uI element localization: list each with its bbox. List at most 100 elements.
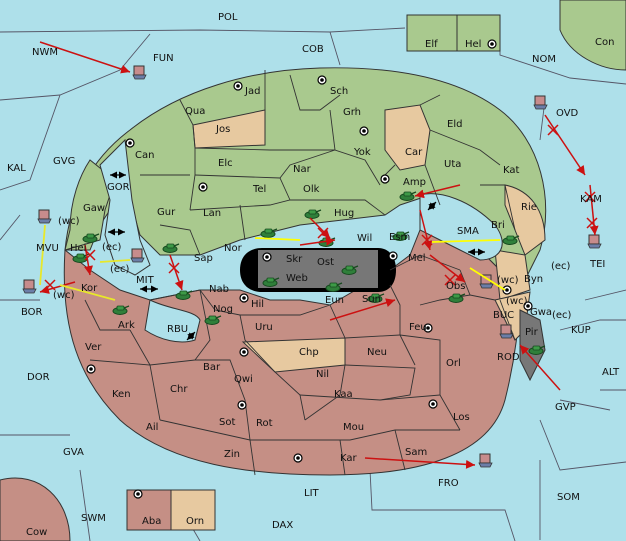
label-hei: Hei (70, 243, 86, 254)
label-wil: Wil (357, 233, 372, 244)
supply-centers (86, 39, 533, 499)
province-orn[interactable] (170, 489, 216, 531)
label-sap: Sap (194, 253, 213, 264)
label-bri: Bri (491, 220, 505, 231)
province-elf[interactable] (406, 14, 458, 52)
label-kal: KAL (7, 163, 26, 174)
label-kor: Kor (81, 283, 98, 294)
label-ken: Ken (112, 389, 131, 400)
label-gva: GVA (63, 447, 84, 458)
label-lit: LIT (304, 488, 320, 499)
label-kat: Kat (503, 165, 520, 176)
fleet-unit[interactable] (132, 65, 147, 80)
label-ail: Ail (146, 422, 158, 433)
label-eun: Eun (325, 295, 344, 306)
fleet-unit[interactable] (478, 453, 493, 468)
label-bor: BOR (21, 307, 43, 318)
label-gaw: Gaw (83, 203, 105, 214)
label-pir: Pir (525, 327, 539, 338)
province-gaw[interactable] (64, 159, 116, 251)
label-ec: (ec) (551, 261, 571, 272)
label-gur: Gur (157, 207, 176, 218)
fleet-unit[interactable] (587, 234, 602, 249)
label-ost: Ost (317, 257, 334, 268)
label-pol: POL (218, 12, 238, 23)
label-nog: Nog (213, 304, 233, 315)
order-arrows (39, 41, 599, 469)
label-jos: Jos (215, 124, 230, 135)
label-elf: Elf (425, 39, 438, 50)
label-ec: (ec) (552, 310, 572, 321)
province-ost[interactable] (258, 250, 378, 288)
label-zin: Zin (224, 449, 240, 460)
label-ark: Ark (118, 320, 135, 331)
label-qua: Qua (185, 106, 205, 117)
label-rod: ROD (497, 352, 520, 363)
label-los: Los (453, 412, 470, 423)
label-byn: Byn (524, 274, 543, 285)
label-cob: COB (302, 44, 324, 55)
label-feu: Feu (409, 322, 427, 333)
label-wc: (wc) (497, 275, 519, 286)
fleet-unit[interactable] (533, 95, 548, 110)
label-mel: Mel (408, 253, 426, 264)
label-nil: Nil (316, 369, 329, 380)
label-nor: Nor (224, 243, 243, 254)
label-som: SOM (557, 492, 580, 503)
label-hil: Hil (251, 299, 264, 310)
fleet-unit[interactable] (499, 324, 514, 339)
label-swm: SWM (81, 513, 106, 524)
label-wc: (wc) (53, 290, 75, 301)
label-ver: Ver (85, 342, 102, 353)
label-nar: Nar (293, 164, 312, 175)
sea-sma[interactable] (419, 193, 503, 261)
label-web: Web (286, 273, 308, 284)
label-car: Car (405, 147, 423, 158)
label-uru: Uru (255, 322, 273, 333)
label-aba: Aba (142, 516, 161, 527)
label-chp: Chp (299, 347, 319, 358)
label-cow: Cow (26, 527, 47, 538)
label-sch: Sch (330, 86, 348, 97)
label-can: Can (135, 150, 154, 161)
label-orn: Orn (186, 516, 204, 527)
label-obs: Obs (446, 281, 465, 292)
label-fro: FRO (438, 478, 459, 489)
label-buc: BUC (493, 310, 514, 321)
label-rbu: RBU (167, 324, 188, 335)
label-elc: Elc (218, 158, 233, 169)
label-esm: Esm (389, 232, 410, 243)
label-mit: MIT (136, 275, 155, 286)
label-chr: Chr (170, 384, 188, 395)
label-gvg: GVG (53, 156, 75, 167)
label-mou: Mou (343, 422, 364, 433)
label-sam: Sam (405, 447, 427, 458)
label-sot: Sot (219, 417, 235, 428)
fleet-unit[interactable] (37, 209, 52, 224)
label-neu: Neu (367, 347, 387, 358)
province-rie[interactable] (504, 184, 546, 256)
label-jad: Jad (244, 86, 260, 97)
label-sun: Sun (362, 294, 381, 305)
label-hel: Hel (465, 39, 481, 50)
label-dor: DOR (27, 372, 50, 383)
label-gwa: Gwa (530, 307, 552, 318)
label-ec: (ec) (110, 264, 130, 275)
label-nwm: NWM (32, 47, 58, 58)
label-hug: Hug (334, 208, 354, 219)
fleet-unit[interactable] (22, 279, 37, 294)
label-kar: Kar (340, 453, 358, 464)
label-nab: Nab (209, 284, 229, 295)
label-sma: SMA (457, 226, 479, 237)
sea-rbu[interactable] (144, 299, 201, 343)
label-gvp: GVP (555, 402, 576, 413)
label-grh: Grh (343, 107, 361, 118)
label-gor: GOR (107, 182, 130, 193)
label-lan: Lan (203, 208, 221, 219)
label-mvu: MVU (36, 243, 59, 254)
label-olk: Olk (303, 184, 320, 195)
fleet-unit[interactable] (130, 248, 145, 263)
label-nom: NOM (532, 54, 556, 65)
